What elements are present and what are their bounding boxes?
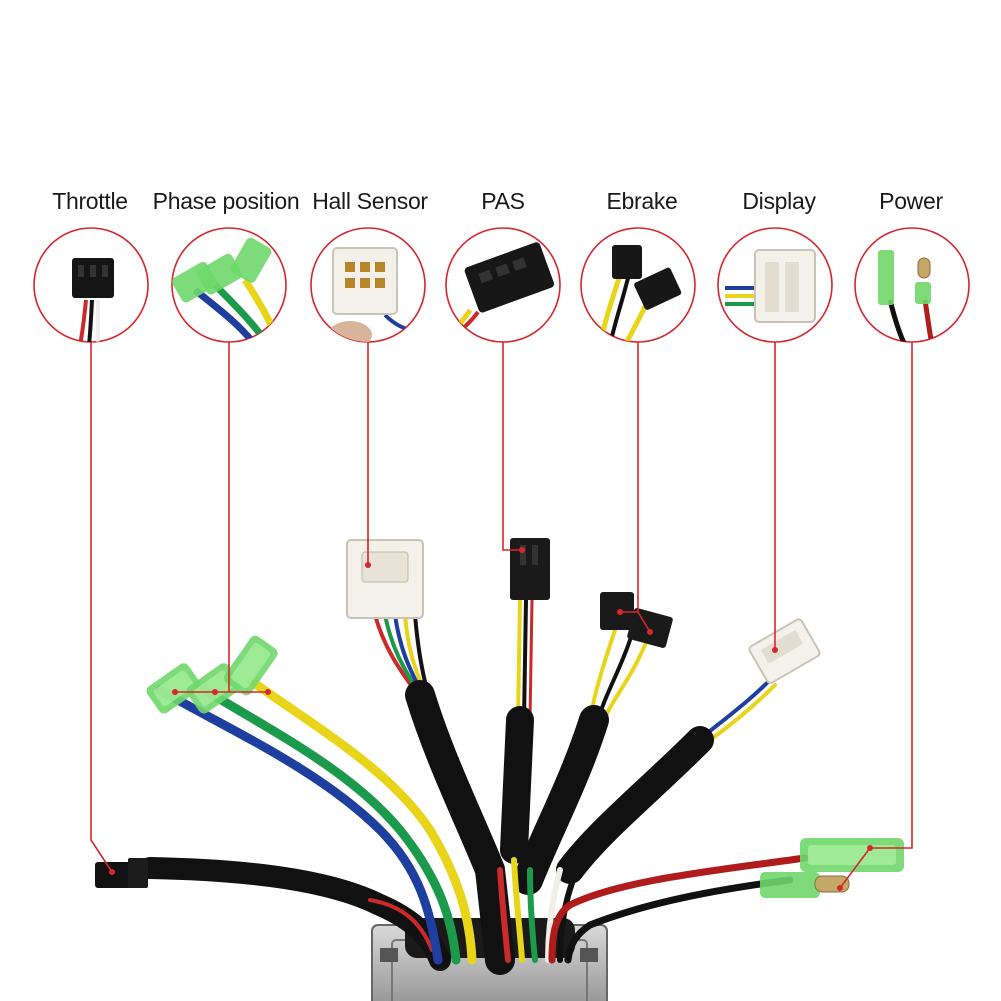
callout-hall-sensor [310,227,426,343]
label-throttle: Throttle [52,188,128,214]
label-pas: PAS [481,188,525,214]
label-hall-sensor: Hall Sensor [312,188,428,214]
pas-connector [510,538,550,600]
label-ebrake: Ebrake [606,188,678,214]
ebrake-connectors [600,592,673,648]
callout-ebrake [580,227,696,343]
label-display: Display [742,188,816,214]
callout-display [717,227,833,343]
callout-throttle [33,227,149,343]
hall-sensor-connector [346,539,424,619]
power-terminals [760,838,904,898]
callout-phase-position [171,227,287,343]
display-connector [748,618,821,684]
callout-dots [109,547,873,891]
callout-lines [90,342,913,889]
label-phase-position: Phase position [152,188,300,214]
wire-bundle [102,598,809,975]
callout-power [854,227,970,343]
callout-pas [445,227,561,343]
phase-terminals [146,635,278,714]
label-power: Power [879,188,943,214]
throttle-connector [95,858,148,888]
